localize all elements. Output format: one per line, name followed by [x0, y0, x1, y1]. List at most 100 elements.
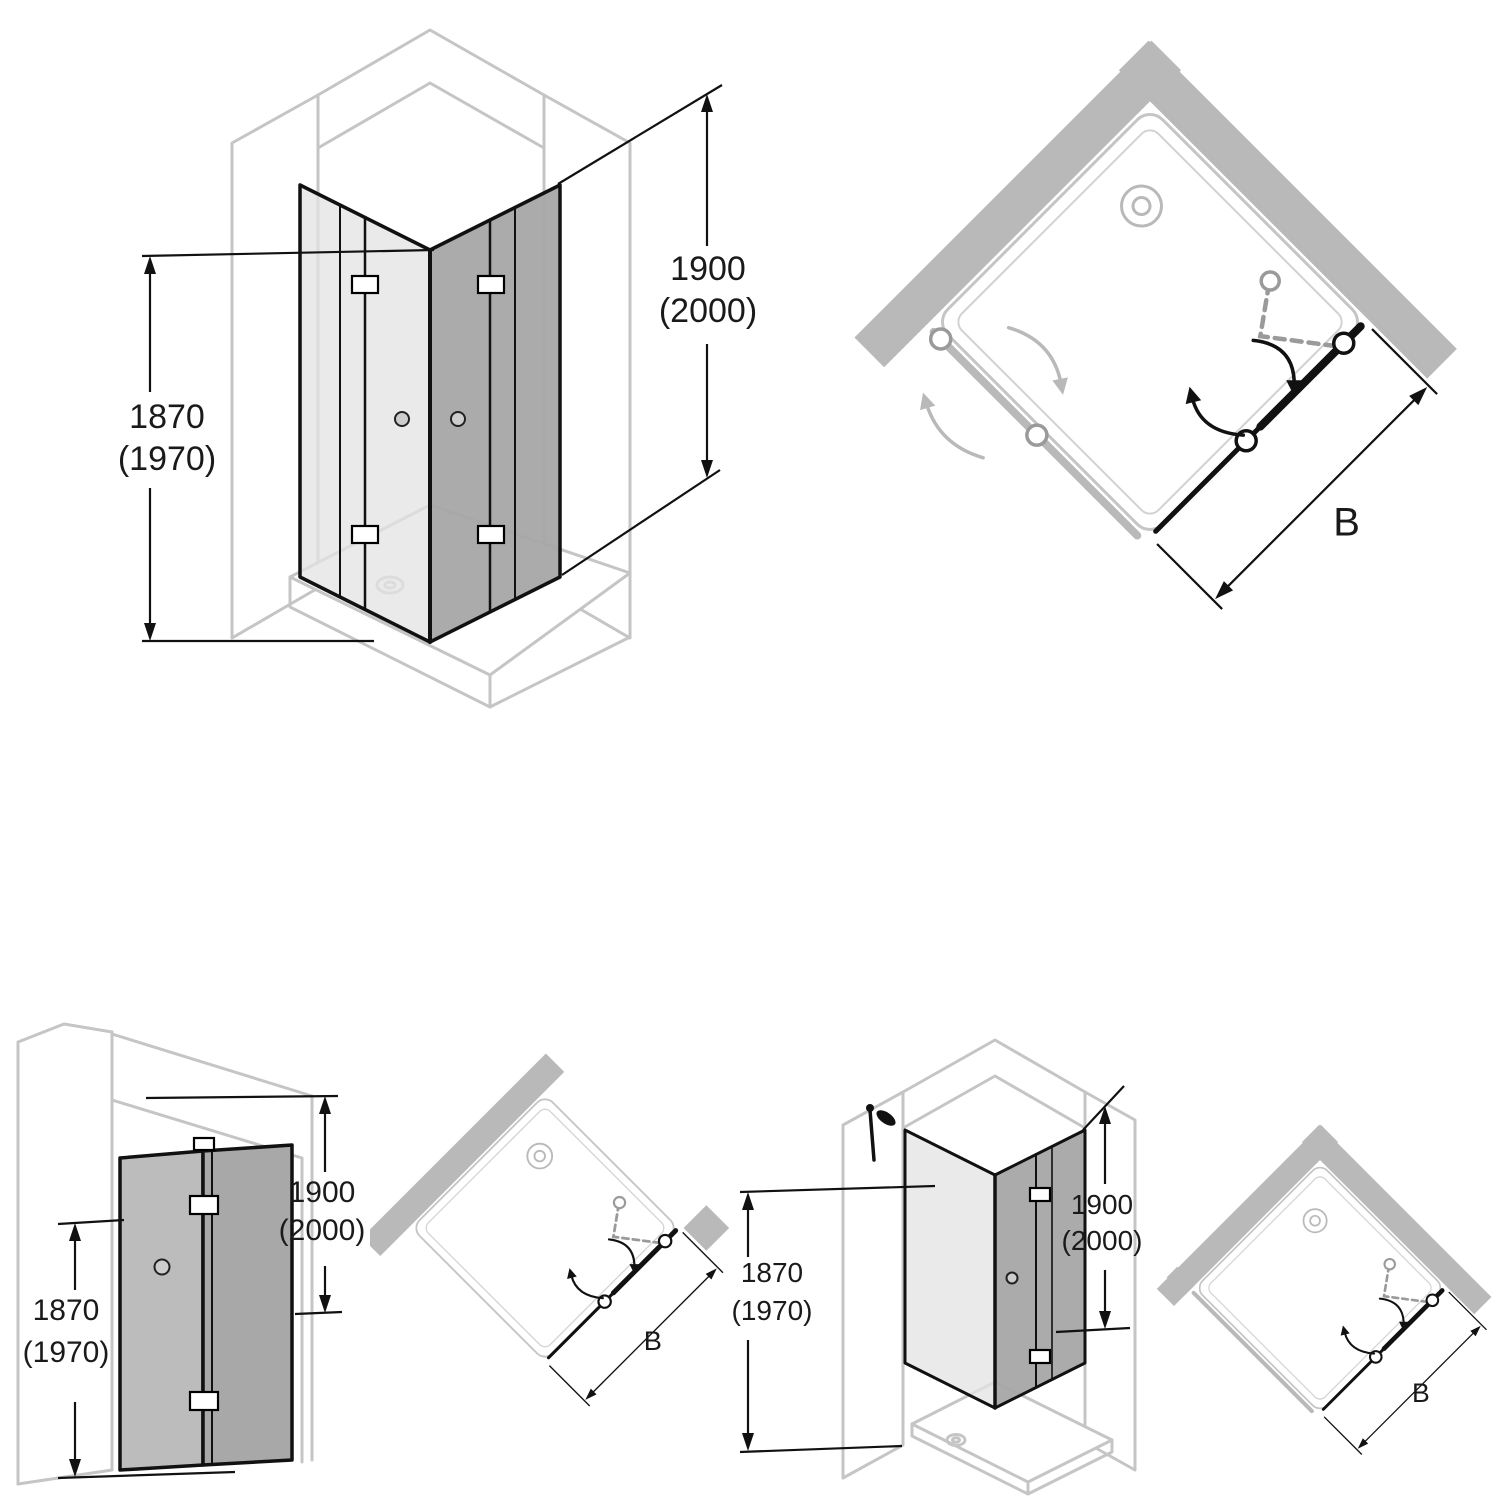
wall-peak-inner	[901, 1074, 1087, 1130]
height-inner-value: 1870	[129, 398, 205, 436]
arrowhead	[144, 623, 156, 641]
door-knob	[1005, 1271, 1019, 1285]
glass-panel-right	[201, 1143, 294, 1467]
wall-right	[1083, 1090, 1137, 1472]
glass-folding-door	[993, 1128, 1087, 1410]
door-knob	[153, 1258, 171, 1276]
top-pivot	[192, 1136, 216, 1152]
extension-line	[57, 1470, 236, 1480]
arrowhead	[319, 1295, 331, 1313]
dimension-height-outer: 1900 (2000)	[1055, 1085, 1143, 1334]
hinge-point	[657, 1233, 673, 1249]
wall-peak-outer	[316, 28, 546, 97]
background-walls	[16, 1022, 314, 1486]
arrowhead	[1099, 1106, 1111, 1124]
extension-line	[561, 469, 721, 576]
arrowhead	[701, 94, 713, 112]
width-value: B	[1412, 1378, 1430, 1408]
door-folded-dashed	[1257, 282, 1338, 349]
arrowhead	[144, 256, 156, 274]
arrowhead	[1286, 380, 1303, 397]
glass-panels	[903, 1128, 1087, 1410]
diagram-corner-entry-isometric: 1870 (1970) 1900 (2000)	[118, 28, 757, 709]
swing-arrow	[570, 1274, 604, 1300]
extension-line	[1055, 1326, 1131, 1334]
swing-arrow-gray	[924, 402, 985, 460]
folded-end-point	[1383, 1257, 1396, 1271]
arrowhead	[920, 392, 936, 411]
tray-inner-rim	[957, 129, 1343, 515]
diagram-corner-entry-plan: B	[854, 40, 1457, 610]
drain-icon-inner	[951, 1436, 961, 1444]
arrowhead	[1470, 1325, 1481, 1337]
drain-icon	[1302, 1208, 1328, 1234]
extension-line	[739, 1444, 903, 1454]
extension-line	[682, 1231, 724, 1274]
shower-tray	[910, 1380, 1114, 1496]
wall-peak-outer	[901, 1038, 1087, 1094]
arrowhead	[1099, 1311, 1111, 1329]
dimension-height-outer: 1900 (2000)	[557, 84, 757, 576]
dimension-height-outer: 1900 (2000)	[145, 1094, 366, 1316]
door-folded-dashed	[1382, 1265, 1429, 1304]
arrowhead	[1052, 377, 1068, 395]
hinge-block	[1028, 1348, 1052, 1365]
swing-arrow	[1190, 396, 1246, 437]
dimension-width: B	[548, 1231, 724, 1407]
wall-band-left	[1156, 1124, 1339, 1307]
dimension-line	[1359, 1327, 1479, 1447]
hinge-block	[188, 1194, 220, 1216]
arrowhead	[1357, 1438, 1369, 1449]
swing-arrow	[1251, 338, 1296, 386]
width-value: B	[1333, 501, 1360, 545]
extension-line	[557, 84, 723, 185]
extension-line	[1371, 328, 1438, 395]
hinge-block	[188, 1390, 220, 1412]
fixed-side-panel	[1191, 1290, 1314, 1414]
arrowhead	[742, 1192, 754, 1210]
height-outer-alt-value: (2000)	[1062, 1225, 1143, 1256]
hinge-block	[350, 524, 380, 545]
swing-arrow	[1378, 1297, 1405, 1326]
wall-band-top	[1301, 1124, 1492, 1315]
arrowhead	[1398, 1321, 1409, 1332]
dimension-width: B	[1156, 328, 1438, 610]
arrowhead	[1409, 387, 1428, 406]
side-panel-wall-return	[1166, 1266, 1196, 1296]
glass-panel-right	[428, 183, 562, 644]
tray-inner-rim	[1208, 1176, 1432, 1400]
wall-band-left	[370, 1053, 565, 1257]
diagram-folding-door-front: 1870 (1970) 1900 (2000)	[16, 1022, 366, 1486]
extension-line	[141, 248, 435, 258]
swing-arrow	[607, 1238, 636, 1268]
arrowhead	[742, 1433, 754, 1451]
height-inner-alt-value: (1970)	[732, 1295, 813, 1326]
height-inner-alt-value: (1970)	[23, 1336, 110, 1369]
arrowhead	[69, 1459, 81, 1477]
dimension-line	[1218, 390, 1424, 596]
extension-line	[1448, 1291, 1487, 1331]
drain-icon	[945, 1433, 967, 1447]
extension-line	[294, 1310, 343, 1316]
height-outer-value: 1900	[1071, 1189, 1133, 1220]
glass-panels	[298, 183, 562, 644]
height-inner-alt-value: (1970)	[118, 440, 216, 478]
arrowhead	[1185, 386, 1202, 405]
drain-icon	[526, 1142, 554, 1170]
hinge-block	[350, 274, 380, 295]
door-folded-dashed	[611, 1203, 662, 1245]
height-outer-alt-value: (2000)	[279, 1214, 366, 1247]
swing-arrow	[1343, 1331, 1376, 1355]
dimension-height-inner: 1870 (1970)	[23, 1218, 236, 1480]
folded-end-point	[612, 1195, 627, 1210]
hinge-point	[1425, 1293, 1440, 1308]
extension-line	[548, 1365, 591, 1407]
arrowhead	[701, 460, 713, 478]
diagram-corner-door-plan: B	[1156, 1124, 1492, 1455]
extension-line	[1082, 1085, 1125, 1131]
wall-peak-inner	[316, 81, 546, 150]
drain-icon-inner	[1131, 196, 1152, 217]
extension-line	[1156, 543, 1223, 610]
height-outer-value: 1900	[289, 1176, 356, 1209]
